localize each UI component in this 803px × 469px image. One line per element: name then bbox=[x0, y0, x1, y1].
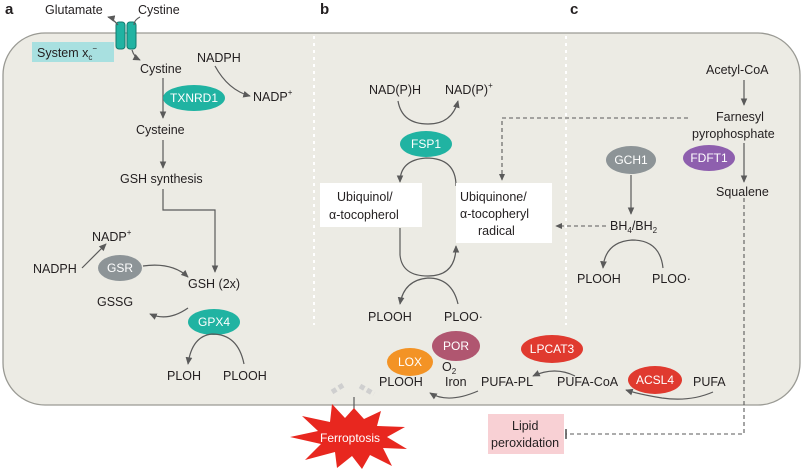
plooh-bottom-label: PLOOH bbox=[379, 375, 423, 389]
o2-label: O2 bbox=[442, 360, 457, 376]
cystine-out-label: Cystine bbox=[138, 3, 180, 17]
fsp1-label: FSP1 bbox=[411, 137, 441, 151]
fdft1-node bbox=[683, 145, 735, 171]
system-xc-transporter-icon bbox=[115, 21, 137, 50]
ubiquinone-label-2: α-tocopheryl bbox=[460, 207, 529, 221]
plooh-c-label: PLOOH bbox=[577, 272, 621, 286]
cell-rupture-icon bbox=[330, 381, 376, 397]
gsr-node bbox=[98, 255, 142, 281]
gpx4-label: GPX4 bbox=[198, 315, 230, 329]
fdft1-label: FDFT1 bbox=[690, 151, 728, 165]
cystine-in-label: Cystine bbox=[140, 62, 182, 76]
nadp-top-label: NADP+ bbox=[253, 88, 293, 104]
system-xc-label: System xc− bbox=[37, 44, 97, 62]
ploo-b-label: PLOO· bbox=[444, 310, 483, 324]
farnesyl-label-2: pyrophosphate bbox=[692, 127, 775, 141]
ubiquinol-label-1: Ubiquinol/ bbox=[337, 190, 393, 204]
gch1-node bbox=[606, 146, 656, 174]
pufa-label: PUFA bbox=[693, 375, 726, 389]
lipid-label-2: peroxidation bbox=[491, 436, 559, 450]
ubiquinone-box bbox=[456, 183, 552, 243]
nadph-left-label: NADPH bbox=[33, 262, 77, 276]
txnrd1-label: TXNRD1 bbox=[170, 91, 218, 105]
system-xc-box bbox=[32, 42, 114, 62]
lpcat3-label: LPCAT3 bbox=[530, 342, 575, 356]
acsl4-node bbox=[628, 366, 682, 394]
ubiquinone-label-3: radical bbox=[478, 224, 515, 238]
lpcat3-node bbox=[521, 335, 583, 363]
lox-node bbox=[387, 348, 433, 376]
ferroptosis-burst-icon bbox=[290, 404, 407, 469]
nadp-b-label: NAD(P)+ bbox=[445, 81, 493, 97]
panel-letter-c: c bbox=[570, 1, 578, 18]
cysteine-label: Cysteine bbox=[136, 123, 185, 137]
ploh-label: PLOH bbox=[167, 369, 201, 383]
por-node bbox=[432, 331, 480, 361]
iron-label: Iron bbox=[445, 375, 467, 389]
ferroptosis-label: Ferroptosis bbox=[320, 431, 380, 445]
ploo-c-label: PLOO· bbox=[652, 272, 691, 286]
nadp-left-label: NADP+ bbox=[92, 228, 132, 244]
pufa-pl-label: PUFA-PL bbox=[481, 375, 533, 389]
gch1-label: GCH1 bbox=[614, 153, 648, 167]
panel-letter-b: b bbox=[320, 1, 329, 18]
nadph-top-label: NADPH bbox=[197, 51, 241, 65]
txnrd1-node bbox=[163, 85, 225, 111]
lipid-label-1: Lipid bbox=[512, 419, 538, 433]
gsh-synthesis-label: GSH synthesis bbox=[120, 172, 203, 186]
fsp1-node bbox=[400, 131, 452, 157]
panel-letter-a: a bbox=[5, 1, 14, 18]
ubiquinol-label-2: α-tocopherol bbox=[329, 208, 399, 222]
plooh-b-label: PLOOH bbox=[368, 310, 412, 324]
por-label: POR bbox=[443, 339, 469, 353]
ubiquinone-label-1: Ubiquinone/ bbox=[460, 190, 527, 204]
plooh-a-label: PLOOH bbox=[223, 369, 267, 383]
ubiquinol-box bbox=[320, 183, 422, 227]
acsl4-label: ACSL4 bbox=[636, 373, 674, 387]
bh4-bh2-label: BH4/BH2 bbox=[610, 219, 658, 235]
pufa-coa-label: PUFA-CoA bbox=[557, 375, 619, 389]
squalene-label: Squalene bbox=[716, 185, 769, 199]
lox-label: LOX bbox=[398, 355, 422, 369]
lipid-peroxidation-box bbox=[488, 414, 564, 454]
nadph-b-label: NAD(P)H bbox=[369, 83, 421, 97]
gpx4-node bbox=[188, 309, 240, 335]
gssg-label: GSSG bbox=[97, 295, 133, 309]
acetyl-coa-label: Acetyl-CoA bbox=[706, 63, 769, 77]
gsr-label: GSR bbox=[107, 261, 133, 275]
farnesyl-label-1: Farnesyl bbox=[716, 110, 764, 124]
gsh2x-label: GSH (2x) bbox=[188, 277, 240, 291]
glutamate-label: Glutamate bbox=[45, 3, 103, 17]
